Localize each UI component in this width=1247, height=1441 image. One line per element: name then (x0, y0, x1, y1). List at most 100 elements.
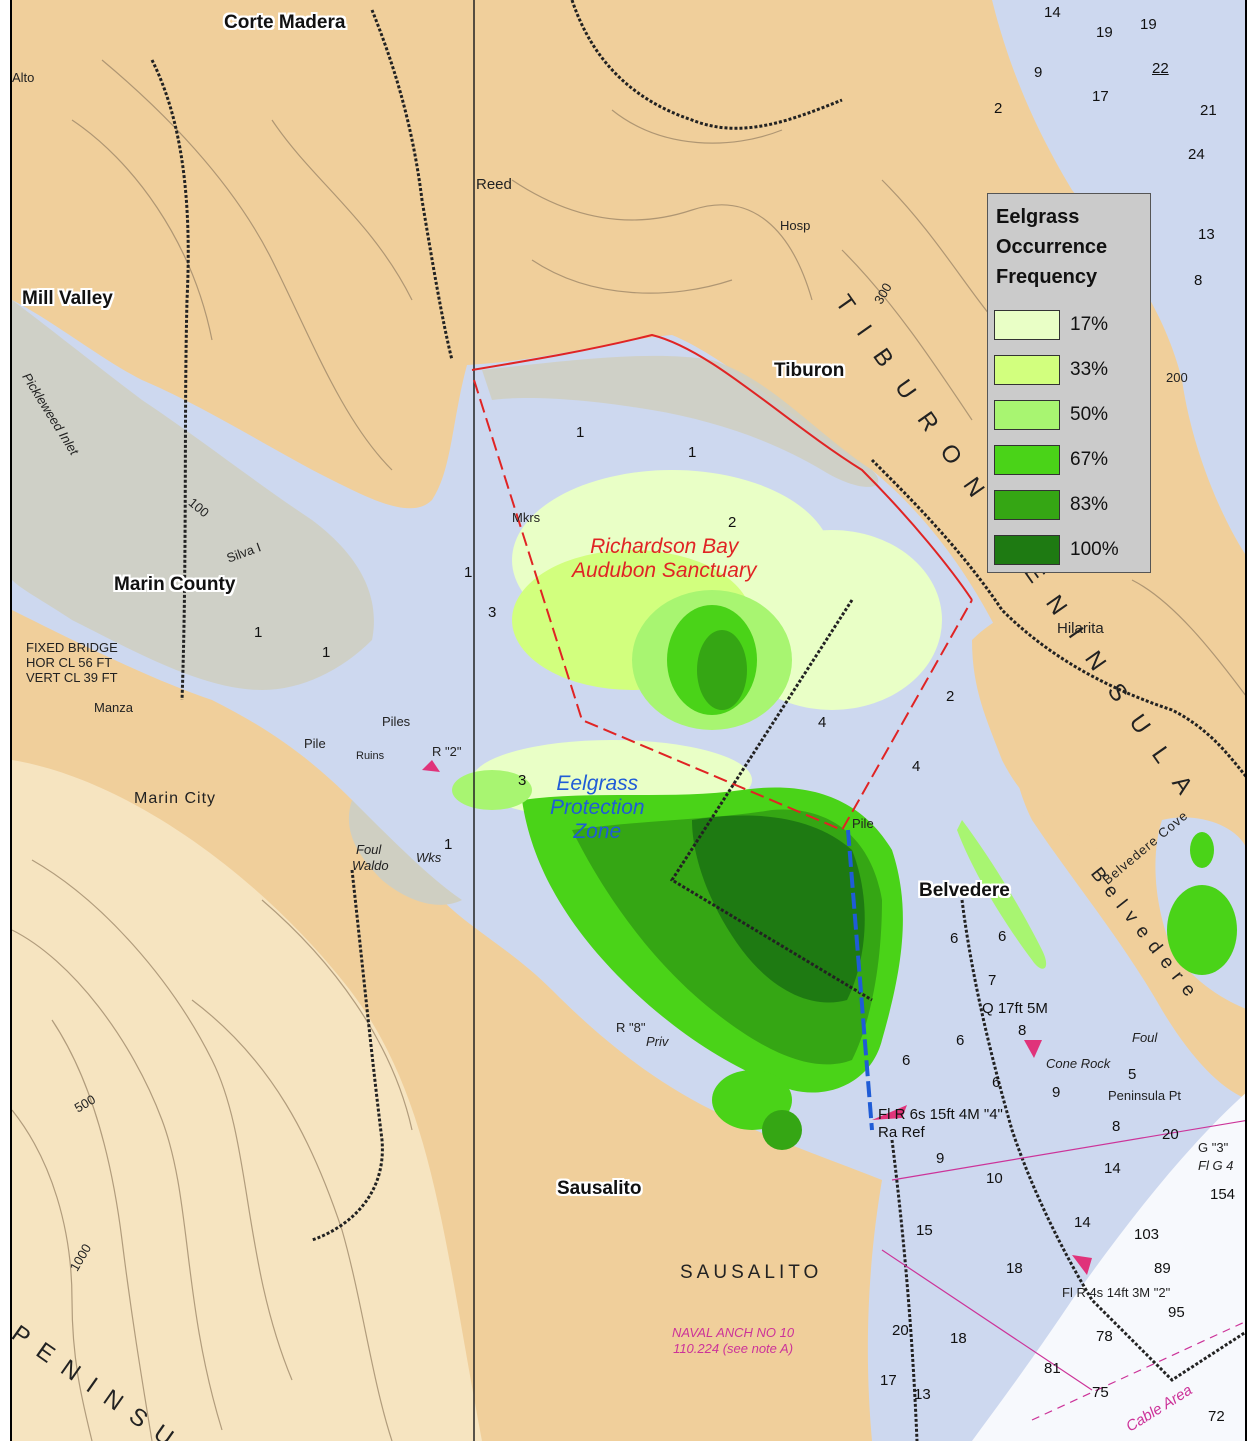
depth-sounding: 2 (728, 514, 737, 531)
depth-sounding: 75 (1092, 1384, 1109, 1401)
legend-item: 67% (994, 443, 1108, 477)
depth-sounding: 21 (1200, 102, 1217, 119)
depth-sounding: 13 (1198, 226, 1215, 243)
depth-sounding: 22 (1152, 60, 1169, 77)
depth-sounding: 24 (1188, 146, 1205, 163)
depth-sounding: 3 (518, 772, 527, 789)
place-sausalito: Sausalito (557, 1178, 642, 1199)
depth-sounding: 14 (1074, 1214, 1091, 1231)
depth-sounding: 18 (1006, 1260, 1023, 1277)
legend-item: 17% (994, 308, 1108, 342)
place-sausalito-caps: SAUSALITO (680, 1262, 823, 1283)
depth-sounding: 14 (1044, 4, 1061, 21)
place-corte-madera: Corte Madera (224, 12, 346, 33)
legend-swatch (994, 310, 1060, 340)
protection-zone-label: Eelgrass Protection Zone (550, 772, 645, 844)
depth-sounding: 9 (1052, 1084, 1061, 1101)
light-cone-rock: Q 17ft 5M (982, 1000, 1048, 1017)
note-pile-1: Pile (852, 816, 874, 831)
depth-sounding: 17 (1092, 88, 1109, 105)
east-bay-water (992, 0, 1245, 554)
depth-sounding: 1 (688, 444, 697, 461)
depth-sounding: 1 (464, 564, 473, 581)
depth-sounding: 5 (1128, 1066, 1137, 1083)
legend-label: 100% (1070, 539, 1119, 560)
depth-sounding: 20 (1162, 1126, 1179, 1143)
contour-200: 200 (1166, 370, 1188, 385)
legend-swatch (994, 355, 1060, 385)
depth-sounding: 1 (576, 424, 585, 441)
depth-sounding: 78 (1096, 1328, 1113, 1345)
depth-sounding: 103 (1134, 1226, 1160, 1243)
legend-swatch (994, 490, 1060, 520)
sanctuary-boundary (471, 333, 973, 832)
naval-note-line2: 110.224 (see note A) (673, 1341, 794, 1356)
light-fl-r-4s: Fl R 4s 14ft 3M "2" (1062, 1285, 1171, 1300)
depth-sounding: 2 (994, 100, 1003, 117)
depth-sounding: 18 (950, 1330, 967, 1347)
depth-sounding: 7 (988, 972, 997, 989)
depth-sounding: 15 (916, 1222, 933, 1239)
legend-swatch (994, 400, 1060, 430)
depth-sounding: 8 (1018, 1022, 1027, 1039)
naval-anchorage-note: NAVAL ANCH NO 10 110.224 (see note A) (672, 1325, 794, 1357)
protection-label-line1: Eelgrass (556, 772, 639, 795)
note-foul-1: Foul (356, 842, 382, 857)
legend-label: 50% (1070, 404, 1109, 425)
bridge-note-line1: FIXED BRIDGE (26, 640, 118, 655)
buoy-r2: R "2" (432, 744, 462, 759)
place-manza: Manza (94, 700, 134, 715)
place-reed: Reed (476, 176, 512, 193)
light-fl-r-6s: Fl R 6s 15ft 4M "4" Ra Ref (878, 1106, 1003, 1142)
buoy-markers (422, 760, 1092, 1275)
legend-swatch (994, 445, 1060, 475)
depth-sounding: 19 (1140, 16, 1157, 33)
note-ruins: Ruins (356, 750, 385, 762)
sanctuary-label: Richardson Bay Audubon Sanctuary (572, 535, 756, 583)
marsh-flats-south (348, 800, 462, 905)
legend: Eelgrass Occurrence Frequency 17%33%50%6… (987, 193, 1151, 573)
note-wks: Wks (416, 850, 442, 865)
depth-sounding: 72 (1208, 1408, 1225, 1425)
bridge-note: FIXED BRIDGE HOR CL 56 FT VERT CL 39 FT (26, 640, 118, 685)
depth-sounding: 19 (1096, 24, 1113, 41)
bridge-note-line2: HOR CL 56 FT (26, 655, 113, 670)
depth-sounding: 154 (1210, 1186, 1236, 1203)
deep-channel (972, 1093, 1245, 1441)
place-marin-city: Marin City (134, 790, 217, 807)
note-foul-2: Foul (1132, 1030, 1158, 1045)
legend-label: 67% (1070, 449, 1109, 470)
depth-sounding: 10 (986, 1170, 1003, 1187)
legend-swatch (994, 535, 1060, 565)
place-mkrs: Mkrs (512, 510, 541, 525)
place-tiburon: Tiburon (774, 360, 845, 381)
depth-sounding: 9 (1034, 64, 1043, 81)
place-belvedere: Belvedere (919, 880, 1010, 901)
place-cone-rock: Cone Rock (1046, 1056, 1111, 1071)
light-fl-line1: Fl R 6s 15ft 4M "4" (878, 1106, 1003, 1123)
depth-sounding: 13 (914, 1386, 931, 1403)
legend-label: 33% (1070, 359, 1109, 380)
place-mill-valley: Mill Valley (22, 288, 113, 309)
legend-item: 83% (994, 488, 1108, 522)
place-waldo: Waldo (352, 858, 389, 873)
depth-sounding: 89 (1154, 1260, 1171, 1277)
depth-sounding: 6 (950, 930, 959, 947)
place-marin-county: Marin County (114, 574, 236, 595)
sanctuary-label-line1: Richardson Bay (590, 535, 739, 558)
depth-sounding: 4 (912, 758, 921, 775)
protection-label-line3: Zone (573, 820, 622, 843)
cable-lines (881, 1120, 1245, 1421)
naval-note-line1: NAVAL ANCH NO 10 (672, 1325, 795, 1340)
roads (150, 0, 1245, 1441)
bridge-note-line3: VERT CL 39 FT (26, 670, 118, 685)
buoy-r8: R "8" (616, 1020, 646, 1035)
depth-sounding: 81 (1044, 1360, 1061, 1377)
light-fl-line2: Ra Ref (878, 1124, 925, 1141)
depth-sounding: 6 (956, 1032, 965, 1049)
depth-sounding: 1 (254, 624, 263, 641)
eelgrass-coverage (452, 470, 1237, 1150)
place-hosp: Hosp (780, 218, 811, 233)
depth-sounding: 17 (880, 1372, 897, 1389)
buoy-flg4: Fl G 4 (1198, 1158, 1234, 1173)
